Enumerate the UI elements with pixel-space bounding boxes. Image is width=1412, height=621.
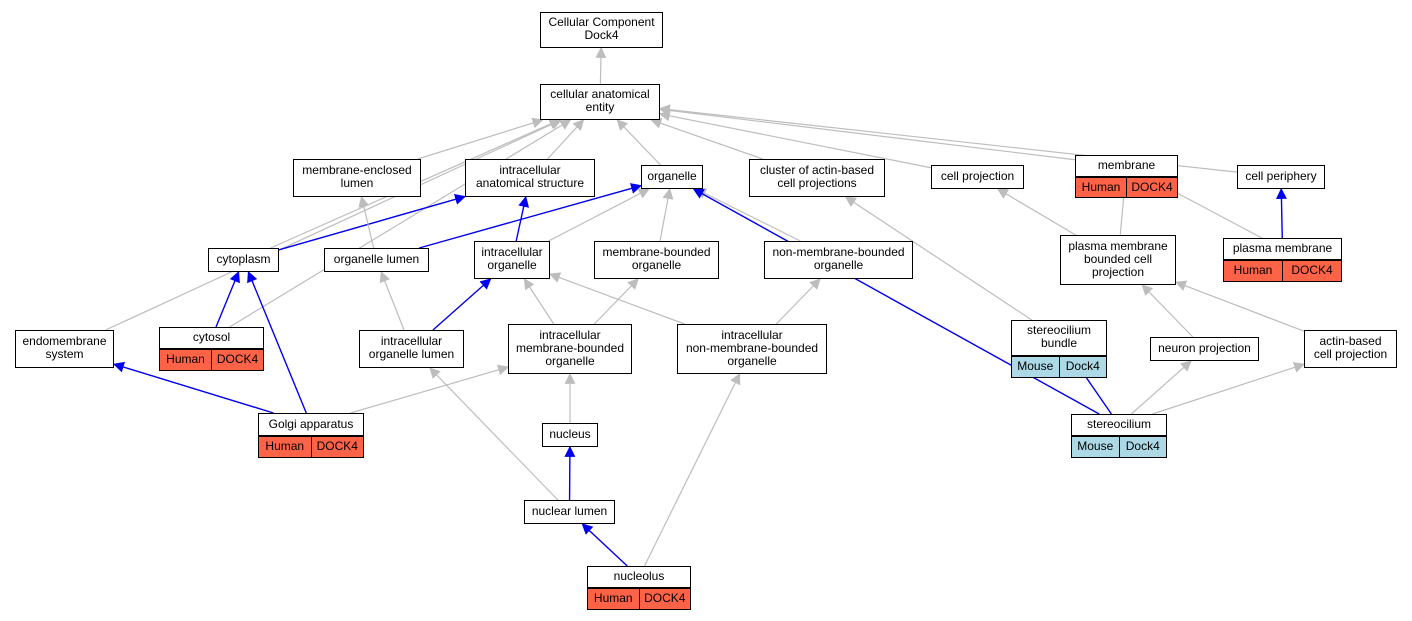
- edge-nmbo-to-org: [695, 188, 801, 242]
- edge-org-to-cae: [616, 119, 661, 166]
- edge-inmbo-to-nmbo: [775, 278, 821, 325]
- node-cellular-anatomical-entity[interactable]: cellular anatomical entity: [540, 84, 660, 120]
- node-actin-based-cell-projection[interactable]: actin-based cell projection: [1304, 330, 1397, 368]
- node-cluster-of-actin-based-cell-projections[interactable]: cluster of actin-based cell projections: [749, 159, 885, 197]
- edge-golgi-to-endo: [112, 361, 274, 414]
- node-plasma-membrane[interactable]: plasma membrane: [1223, 238, 1342, 260]
- node-membrane[interactable]: membrane: [1075, 155, 1178, 177]
- node-intracellular-anatomical-structure[interactable]: intracellular anatomical structure: [465, 159, 595, 197]
- node-cell-periphery[interactable]: cell periphery: [1237, 165, 1325, 189]
- node-cytoplasm[interactable]: cytoplasm: [208, 248, 279, 272]
- node-neuron-projection[interactable]: neuron projection: [1150, 337, 1259, 361]
- edge-orglum-to-org: [419, 183, 643, 249]
- edge-nucleolus-to-nl: [581, 523, 628, 567]
- node-golgi-apparatus[interactable]: Golgi apparatus: [258, 413, 364, 436]
- node-cell-projection[interactable]: cell projection: [931, 165, 1024, 189]
- edge-nucleolus-to-inmbo: [643, 373, 741, 567]
- edge-endo-to-cae: [105, 119, 562, 331]
- edge-orglum-to-mel: [358, 195, 375, 249]
- edge-inmbo-to-intorg: [548, 272, 685, 325]
- edge-cab-to-cae: [650, 118, 763, 160]
- edge-iol-to-intorg: [432, 278, 492, 331]
- node-intracellular-organelle-lumen[interactable]: intracellular organelle lumen: [359, 330, 464, 368]
- edge-golgi-to-cyto: [247, 270, 307, 414]
- edge-sc-to-abcp: [1152, 362, 1306, 415]
- node-organelle-lumen[interactable]: organelle lumen: [324, 248, 429, 272]
- edge-cyto-to-ias: [278, 194, 467, 251]
- node-non-membrane-bounded-organelle[interactable]: non-membrane-bounded organelle: [764, 241, 913, 279]
- edge-imbo-to-mbo: [593, 278, 639, 325]
- node-cytosol[interactable]: cytosol: [159, 327, 264, 349]
- edge-abcp-to-pmbcp: [1174, 280, 1305, 332]
- edge-np-to-pmbcp: [1141, 284, 1194, 338]
- edge-nl-to-iol: [429, 367, 559, 501]
- node-stereocilium-bundle[interactable]: stereocilium bundle: [1011, 320, 1107, 356]
- node-intracellular-membrane-bounded-organelle[interactable]: intracellular membrane-bounded organelle: [508, 324, 632, 374]
- node-nuclear-lumen[interactable]: nuclear lumen: [524, 500, 615, 524]
- node-intracellular-organelle[interactable]: intracellular organelle: [474, 241, 550, 279]
- node-stereocilium[interactable]: stereocilium: [1071, 414, 1167, 436]
- edge-sc-to-org: [692, 188, 1100, 415]
- edge-iol-to-orglum: [379, 270, 405, 331]
- node-membrane-enclosed-lumen[interactable]: membrane-enclosed lumen: [293, 159, 421, 197]
- node-plasma-membrane-bounded-cell-projection[interactable]: plasma membrane bounded cell projection: [1060, 235, 1176, 285]
- edge-intorg-to-ias: [515, 195, 530, 242]
- edge-mbo-to-org: [659, 187, 674, 242]
- edge-golgi-to-imbo: [350, 364, 510, 414]
- node-endomembrane-system[interactable]: endomembrane system: [15, 330, 114, 368]
- edge-sc-to-np: [1130, 360, 1192, 415]
- edge-cytosol-to-cyto: [215, 270, 240, 328]
- node-organelle[interactable]: organelle: [641, 165, 703, 189]
- edge-ias-to-cae: [547, 119, 585, 160]
- edge-scb-to-cab: [844, 196, 1033, 321]
- node-nucleolus[interactable]: nucleolus: [587, 566, 691, 588]
- node-nucleus[interactable]: nucleus: [542, 423, 598, 447]
- edge-cproj-to-cae: [658, 110, 932, 169]
- edge-mem-to-cae: [658, 105, 1076, 161]
- edge-pmbcp-to-cproj: [996, 188, 1076, 236]
- edge-intorg-to-org: [548, 188, 650, 242]
- edge-imbo-to-intorg: [523, 278, 555, 325]
- edge-pm-to-cper: [1275, 187, 1287, 239]
- edge-mel-to-cae: [417, 117, 544, 160]
- node-cellular-component-root[interactable]: Cellular Component Dock4: [540, 12, 663, 48]
- node-intracellular-non-membrane-bounded-organelle[interactable]: intracellular non-membrane-bounded organ…: [677, 324, 827, 374]
- edge-cae-to-root: [595, 46, 607, 85]
- edge-cytosol-to-cae: [229, 119, 572, 328]
- node-membrane-bounded-organelle[interactable]: membrane-bounded organelle: [594, 241, 719, 279]
